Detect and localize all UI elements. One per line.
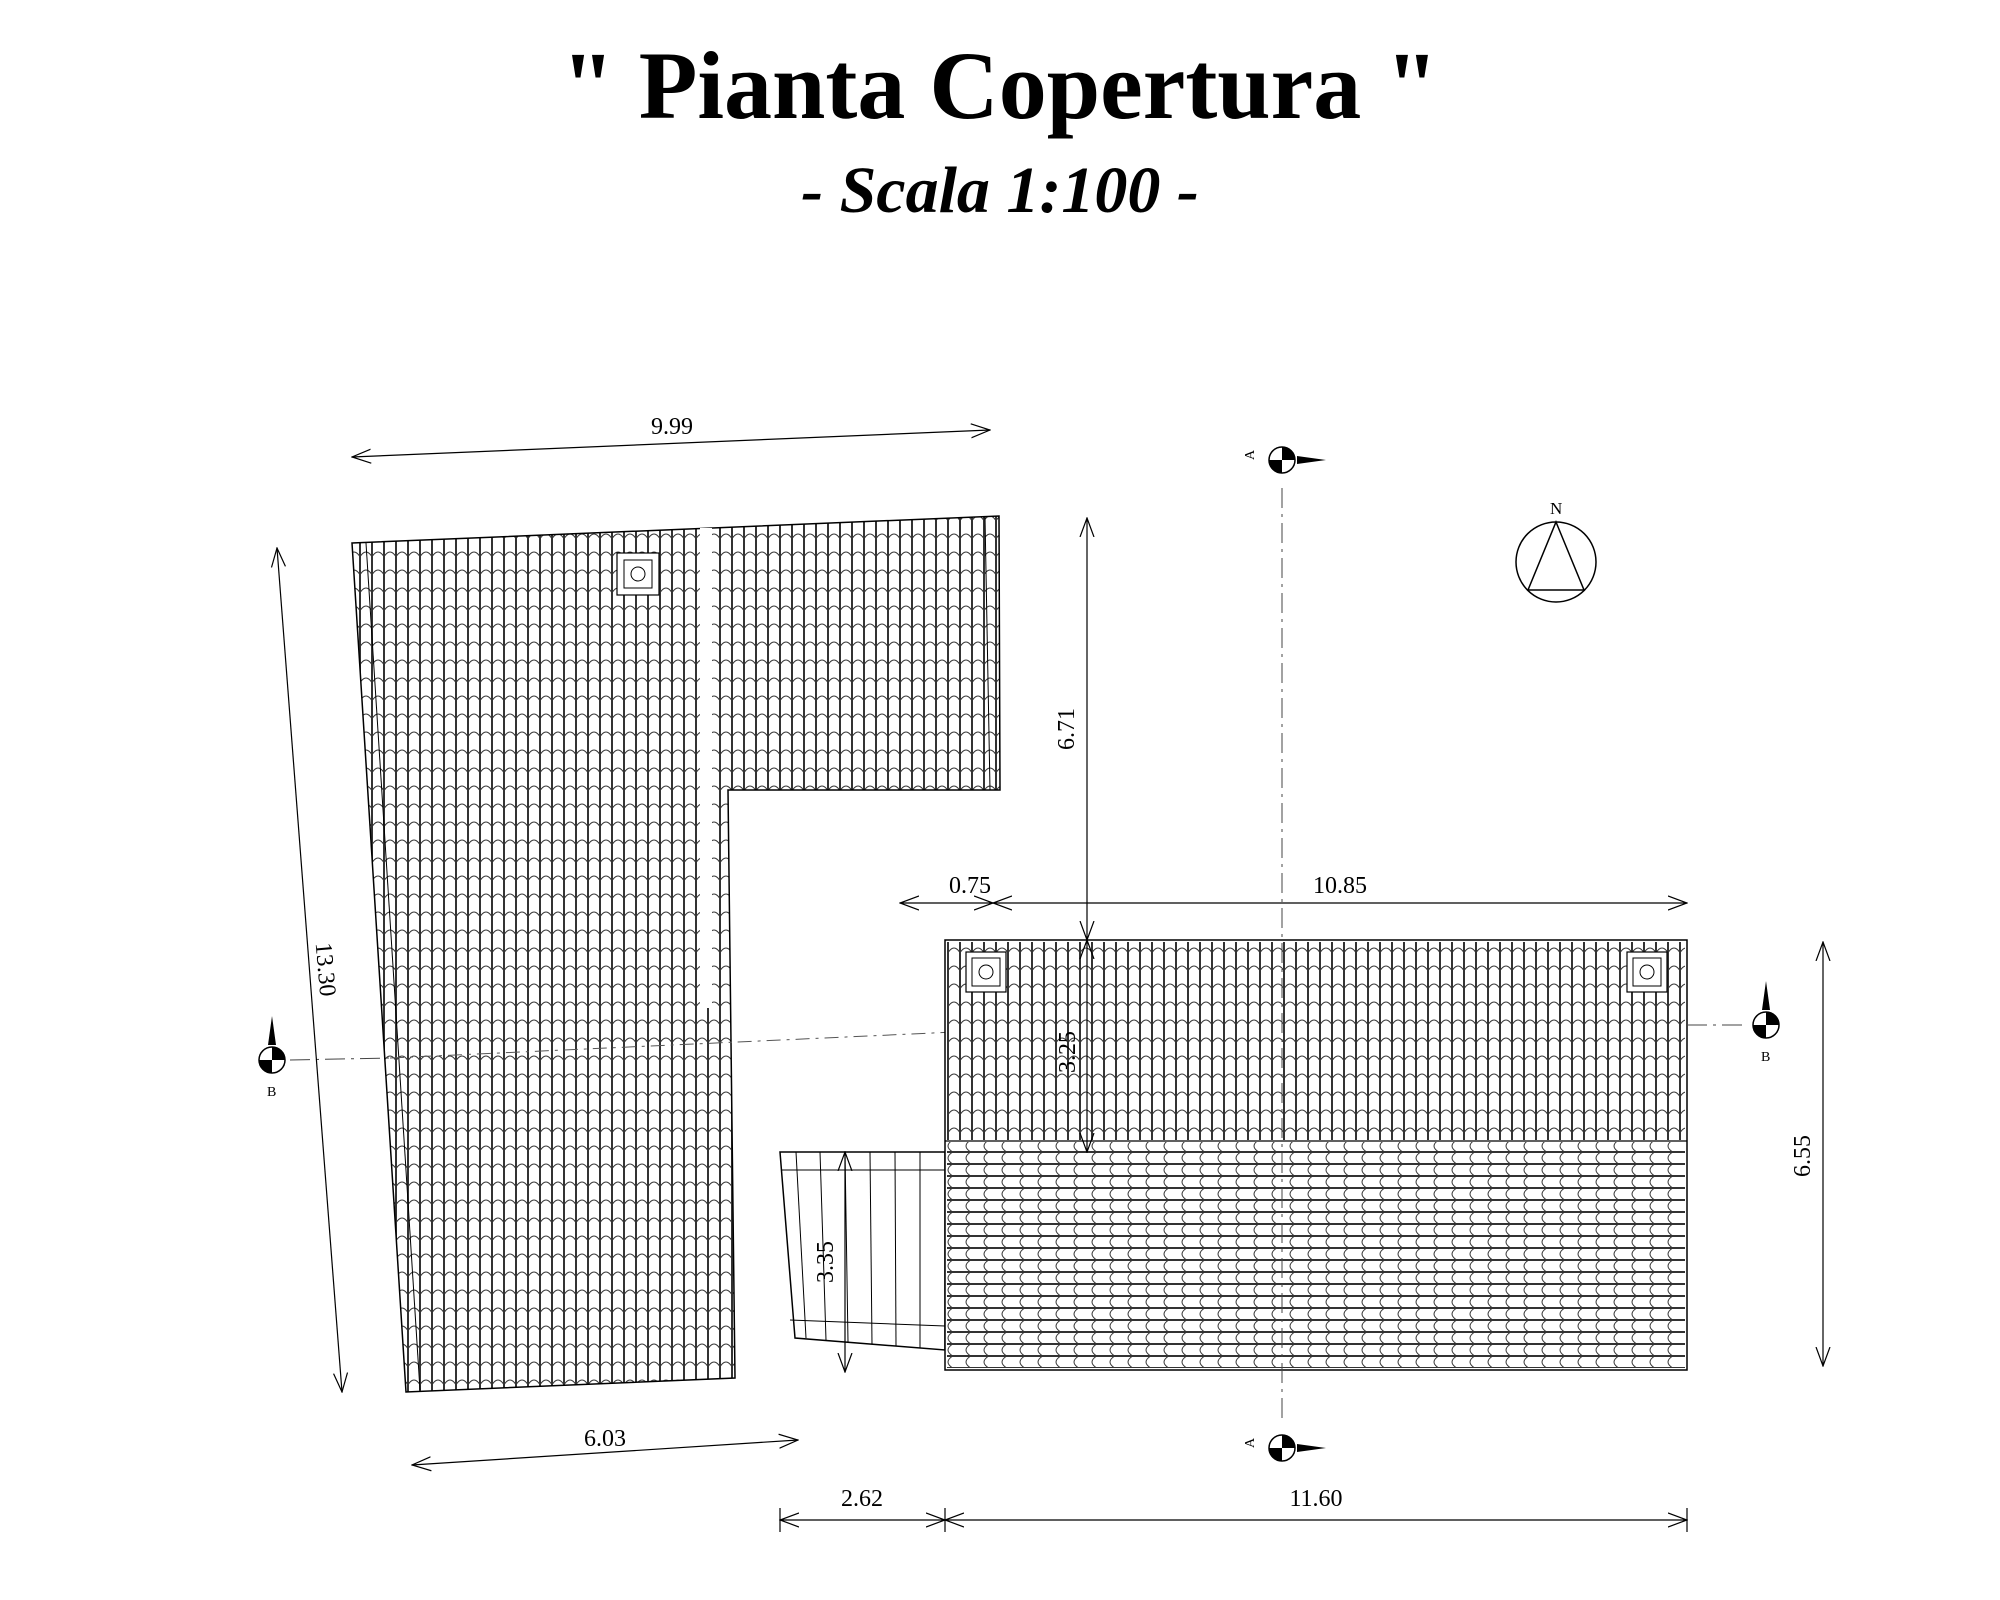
dimension-line-left-height [277,548,342,1392]
roof-ridge-line [700,528,712,1008]
chimney-icon [1626,951,1668,993]
dimension-right-roof-width: 10.85 [1313,873,1367,899]
section-marker-a-top: A [1243,446,1326,474]
drawing-title: " Pianta Copertura " [561,32,1439,139]
right-roof [944,939,1688,1371]
section-marker-a-bottom: A [1243,1434,1326,1462]
dimension-bottom-left-width: 6.03 [584,1426,626,1452]
section-label-b: B [1761,1050,1770,1065]
north-label: N [1550,499,1562,518]
section-label-b: B [267,1085,276,1100]
pergola-area [779,1151,946,1351]
chimney-icon [965,951,1007,993]
dimension-right-height: 6.55 [1790,1135,1816,1177]
dimension-top-width: 9.99 [651,414,693,440]
dimension-courtyard-depth: 3.35 [813,1241,839,1283]
drawing-scale-subtitle: - Scala 1:100 - [801,154,1199,227]
dimension-left-height: 13.30 [310,941,341,997]
chimney-icon [616,552,660,596]
dimension-line-top-width [352,430,990,457]
north-arrow-icon: N [1515,499,1597,603]
section-label-a: A [1243,1437,1258,1448]
dimension-vertical-upper: 6.71 [1054,708,1080,750]
dimension-bottom-gap: 2.62 [841,1486,883,1512]
dimension-bottom-right-width: 11.60 [1289,1486,1342,1512]
left-roof [351,515,1001,1393]
dimension-offset: 0.75 [949,873,991,899]
section-marker-b-left: B [258,1016,286,1100]
section-marker-b-right: B [1752,981,1780,1065]
dimension-vertical-mid: 3.25 [1055,1031,1081,1073]
dimension-line-bottom-left [412,1440,798,1465]
section-label-a: A [1243,449,1258,460]
